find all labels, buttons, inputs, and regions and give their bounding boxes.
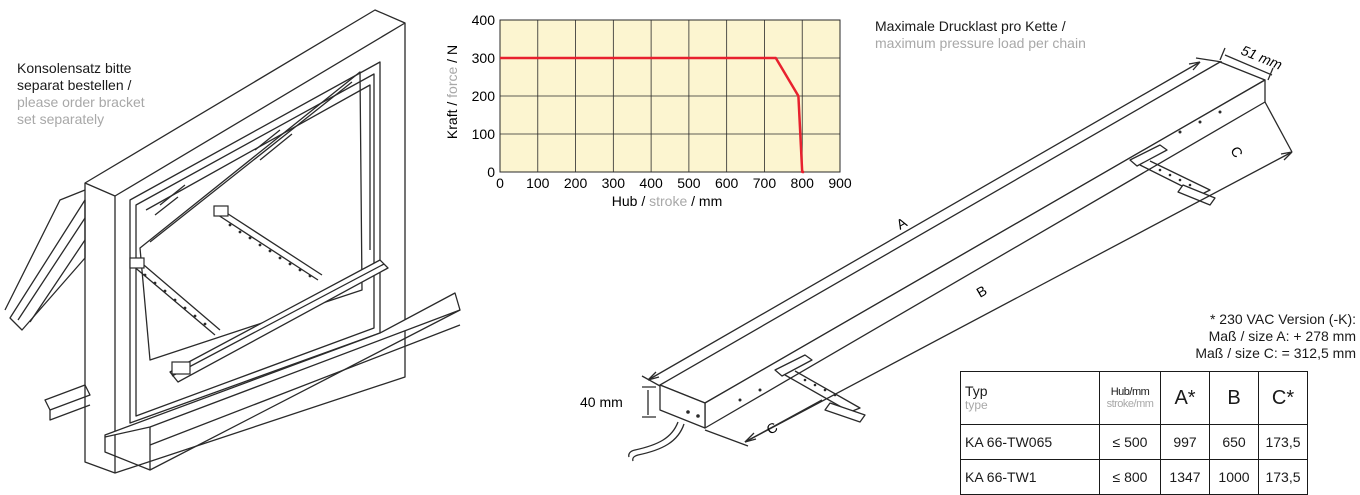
actuator-drawing: A B C C 51 mm 40 mm [580, 42, 1293, 462]
vac-note-line1: * 230 VAC Version (-K): [1209, 311, 1356, 327]
dimension-line-40 [642, 386, 656, 418]
actuator-body-end [659, 384, 706, 429]
cell-a: 997 [1160, 424, 1210, 460]
table-row: KA 66-TW1 ≤ 800 1347 1000 173,5 [960, 459, 1308, 495]
window-illustration [4, 9, 461, 474]
dimension-line-c-upper [1264, 101, 1293, 153]
y-tick-label: 400 [472, 12, 496, 28]
x-tick-label: 500 [677, 175, 701, 191]
y-tick-label: 100 [472, 126, 496, 142]
header-typ-de: Typ [965, 383, 988, 399]
header-typ-en: type [965, 398, 988, 412]
cell-c: 173,5 [1258, 424, 1308, 460]
dimension-line-b [744, 151, 1293, 443]
header-hub-de: Hub/mm [1110, 386, 1150, 398]
x-tick-label: 700 [753, 175, 777, 191]
x-tick-label: 100 [526, 175, 550, 191]
dimension-label-51: 51 mm [1239, 42, 1285, 73]
x-tick-label: 0 [496, 175, 504, 191]
x-label-unit: / mm [687, 193, 722, 209]
spec-table: Typ type Hub/mm stroke/mm A* B C* KA 66-… [960, 371, 1308, 495]
cell-a: 1347 [1160, 459, 1210, 495]
x-label-de: Hub / [612, 193, 649, 209]
header-b: B [1209, 371, 1259, 425]
table-row: KA 66-TW065 ≤ 500 997 650 173,5 [960, 424, 1308, 460]
y-tick-label: 0 [487, 164, 495, 180]
x-tick-label: 900 [828, 175, 852, 191]
y-label-unit: / N [444, 45, 460, 67]
cell-b: 650 [1209, 424, 1259, 460]
chart-grid [499, 19, 841, 173]
y-label-de: Kraft / [444, 98, 460, 139]
x-tick-label: 800 [791, 175, 815, 191]
bracket-note-line2: separat bestellen / [17, 77, 132, 93]
x-tick-label: 400 [639, 175, 663, 191]
cell-typ: KA 66-TW065 [960, 424, 1100, 460]
bracket-note-line4: set separately [17, 111, 105, 127]
header-hub: Hub/mm stroke/mm [1099, 371, 1161, 425]
cell-hub: ≤ 800 [1099, 459, 1161, 495]
bracket-note: Konsolensatz bitte separat bestellen / p… [17, 60, 145, 128]
cell-c: 173,5 [1258, 459, 1308, 495]
y-tick-label: 300 [472, 50, 496, 66]
load-title-de: Maximale Drucklast pro Kette / [875, 18, 1066, 34]
chart-ticks: 0 100 200 300 400 500 600 700 800 900 0 100 200 300 40… [472, 12, 852, 191]
dimension-label-b: B [974, 282, 990, 301]
chart-y-axis-label: Kraft / force / N [444, 45, 460, 139]
load-title: Maximale Drucklast pro Kette / maximum p… [875, 18, 1086, 52]
dimension-line-c-lower [744, 399, 823, 443]
chart-x-axis-label: Hub / stroke / mm [612, 193, 722, 209]
x-tick-label: 300 [602, 175, 626, 191]
cell-b: 1000 [1209, 459, 1259, 495]
cell-typ: KA 66-TW1 [960, 459, 1100, 495]
dimension-line-a [647, 61, 1201, 381]
x-tick-label: 200 [564, 175, 588, 191]
header-hub-en: stroke/mm [1106, 398, 1154, 410]
dimension-label-c-lower: C [764, 419, 781, 438]
cell-hub: ≤ 500 [1099, 424, 1161, 460]
force-stroke-chart: 0 100 200 300 400 500 600 700 800 900 0 100 200 300 40… [444, 12, 852, 209]
bracket-note-line1: Konsolensatz bitte [17, 60, 132, 76]
vac-note-line3: Maß / size C: = 312,5 mm [1195, 345, 1356, 361]
bracket-note-line3: please order bracket [17, 94, 145, 110]
header-c: C* [1258, 371, 1308, 425]
y-tick-label: 200 [472, 88, 496, 104]
vac-note-line2: Maß / size A: + 278 mm [1208, 328, 1356, 344]
dimension-label-c-upper: C [1227, 144, 1246, 161]
y-label-en: force [444, 66, 460, 97]
x-label-en: stroke [649, 193, 687, 209]
chart-series-line [500, 56, 805, 174]
actuator-cable [628, 421, 679, 458]
header-a: A* [1160, 371, 1210, 425]
header-typ: Typ type [960, 371, 1100, 425]
vac-note: * 230 VAC Version (-K): Maß / size A: + … [1000, 311, 1356, 362]
load-title-en: maximum pressure load per chain [875, 35, 1086, 51]
spec-table-header: Typ type Hub/mm stroke/mm A* B C* [960, 371, 1308, 425]
dimension-line-51 [1219, 47, 1274, 81]
x-tick-label: 600 [715, 175, 739, 191]
dimension-label-40: 40 mm [580, 394, 623, 410]
